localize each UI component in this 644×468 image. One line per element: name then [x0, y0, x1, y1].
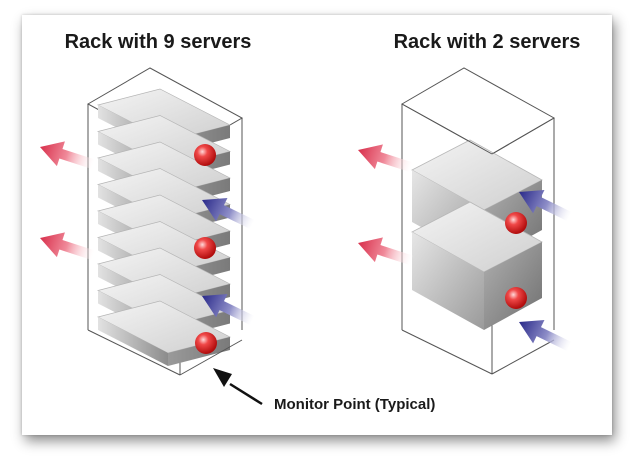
monitor-point-dot [505, 287, 527, 309]
right-exhaust-arrow-upper [353, 137, 416, 180]
monitor-point-dot [195, 332, 217, 354]
monitor-point-dot [194, 237, 216, 259]
right-server-lower [411, 201, 543, 330]
callout-label: Monitor Point (Typical) [274, 396, 435, 413]
callout-line [229, 382, 263, 406]
right-exhaust-arrow-lower [353, 230, 416, 273]
right-intake-arrow-lower [513, 310, 576, 359]
left-server-stack [97, 88, 231, 366]
monitor-point-callout: Monitor Point (Typical) [213, 368, 435, 413]
left-rack-title: Rack with 9 servers [65, 31, 252, 53]
left-rack [86, 67, 244, 376]
right-rack-top-outline [400, 67, 556, 155]
monitor-point-dot [505, 212, 527, 234]
right-rack-title: Rack with 2 servers [394, 31, 581, 53]
callout-arrowhead [213, 368, 232, 387]
monitor-point-dot [194, 144, 216, 166]
